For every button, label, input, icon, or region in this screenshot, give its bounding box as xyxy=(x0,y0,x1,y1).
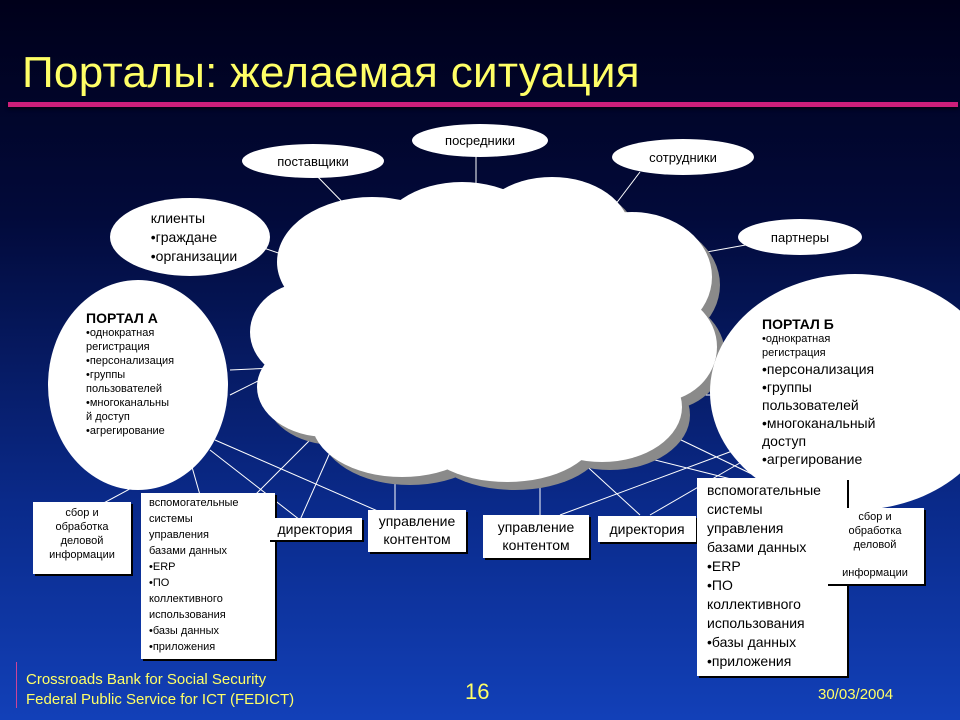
box-line: •ПО xyxy=(707,577,733,593)
stakeholder-suppliers: поставщики xyxy=(242,144,384,178)
footer-divider xyxy=(16,662,17,708)
clients-label: клиенты xyxy=(150,209,206,226)
portal-a-item: й доступ xyxy=(86,411,130,423)
box-line: базами данных xyxy=(707,539,807,555)
box-line: сбор и xyxy=(65,507,99,519)
footer-line-2: Federal Public Service for ICT (FEDICT) xyxy=(26,691,295,708)
directory-label: директория xyxy=(609,521,685,537)
box-line: коллективного xyxy=(707,596,801,612)
box-line xyxy=(826,552,924,566)
portal-b: ПОРТАЛ Б •однократная регистрация •персо… xyxy=(762,316,932,468)
box-line: обработка xyxy=(848,525,902,537)
footer-line-1: Crossroads Bank for Social Security xyxy=(26,671,267,688)
portal-b-item: пользователей xyxy=(762,397,859,413)
box-line: управление xyxy=(378,513,456,529)
box-line: •ПО xyxy=(149,577,170,589)
portal-a-item: •группы xyxy=(86,369,126,381)
intermediaries-label: посредники xyxy=(445,133,515,148)
portal-b-item: •агрегирование xyxy=(762,451,863,467)
portal-a-item: •персонализация xyxy=(86,355,175,367)
portal-b-item: •персонализация xyxy=(762,361,875,377)
portal-b-item: •группы xyxy=(762,379,812,395)
box-line: деловой xyxy=(853,539,897,551)
box-line: управление xyxy=(497,519,575,535)
portal-a: ПОРТАЛ А •однократная регистрация •персо… xyxy=(86,310,216,438)
clients-organizations: •организации xyxy=(150,247,238,264)
stakeholder-intermediaries: посредники xyxy=(412,124,548,157)
portal-b-item: регистрация xyxy=(762,347,826,359)
partners-label: партнеры xyxy=(770,229,830,245)
slide-title: Порталы: желаемая ситуация xyxy=(22,48,640,97)
box-line: обработка xyxy=(55,521,109,533)
box-line: деловой xyxy=(60,535,104,547)
box-line: системы xyxy=(707,501,763,517)
box-line: •приложения xyxy=(707,653,792,669)
box-line: управления xyxy=(149,529,209,541)
left-support-box: вспомогательные системы управления базам… xyxy=(141,493,275,659)
portal-a-title: ПОРТАЛ А xyxy=(86,310,158,326)
portal-a-oval xyxy=(48,280,228,490)
box-line: коллективного xyxy=(149,593,223,605)
box-line: контентом xyxy=(383,531,451,547)
right-collect-box: сбор и обработка деловой информации xyxy=(826,508,924,584)
box-line: сбор и xyxy=(858,511,892,523)
box-line: использования xyxy=(149,609,226,621)
footer-organization: Crossroads Bank for Social Security Fede… xyxy=(26,670,294,710)
slide-date: 30/03/2004 xyxy=(818,686,894,703)
box-line: •ERP xyxy=(149,561,176,573)
box-line: контентом xyxy=(502,537,570,553)
left-content-box: управление контентом xyxy=(368,510,466,552)
right-directory-box: директория xyxy=(598,516,696,542)
box-line: базами данных xyxy=(149,545,228,557)
portal-b-oval xyxy=(710,274,960,510)
page-number: 16 xyxy=(465,679,490,704)
portal-a-item: •многоканальны xyxy=(86,397,169,409)
left-directory-box: директория xyxy=(268,518,362,540)
box-line: •приложения xyxy=(149,641,216,653)
portal-b-item: •многоканальный xyxy=(762,415,876,431)
right-content-box: управление контентом xyxy=(483,515,589,558)
title-underline xyxy=(8,102,958,107)
box-line: информации xyxy=(842,567,908,579)
suppliers-label: поставщики xyxy=(277,153,349,169)
stakeholder-partners: партнеры xyxy=(738,219,862,255)
directory-label: директория xyxy=(277,521,353,537)
box-line: информации xyxy=(49,549,115,561)
box-line: •ERP xyxy=(707,558,741,574)
portal-b-title: ПОРТАЛ Б xyxy=(762,316,834,332)
box-line: •базы данных xyxy=(707,634,797,650)
box-line: управления xyxy=(707,520,784,536)
portal-b-item: доступ xyxy=(762,433,807,449)
portal-b-item: •однократная xyxy=(762,333,831,345)
stakeholder-clients: клиенты •граждане •организации xyxy=(110,198,270,276)
stakeholder-employees: сотрудники xyxy=(612,139,754,175)
box-line: системы xyxy=(149,513,193,525)
portal-a-item: пользователей xyxy=(86,383,162,395)
portal-a-item: •однократная xyxy=(86,327,155,339)
right-support-box: вспомогательные системы управления базам… xyxy=(697,478,847,676)
portal-a-item: •агрегирование xyxy=(86,425,165,437)
box-line: вспомогательные xyxy=(707,482,821,498)
box-line: вспомогательные xyxy=(149,497,239,509)
clients-citizens: •граждане xyxy=(150,228,218,245)
box-line: •базы данных xyxy=(149,625,219,637)
employees-label: сотрудники xyxy=(649,149,717,165)
cloud xyxy=(250,177,717,482)
box-line: использования xyxy=(707,615,805,631)
portal-a-item: регистрация xyxy=(86,341,150,353)
left-collect-box: сбор и обработка деловой информации xyxy=(33,502,131,574)
